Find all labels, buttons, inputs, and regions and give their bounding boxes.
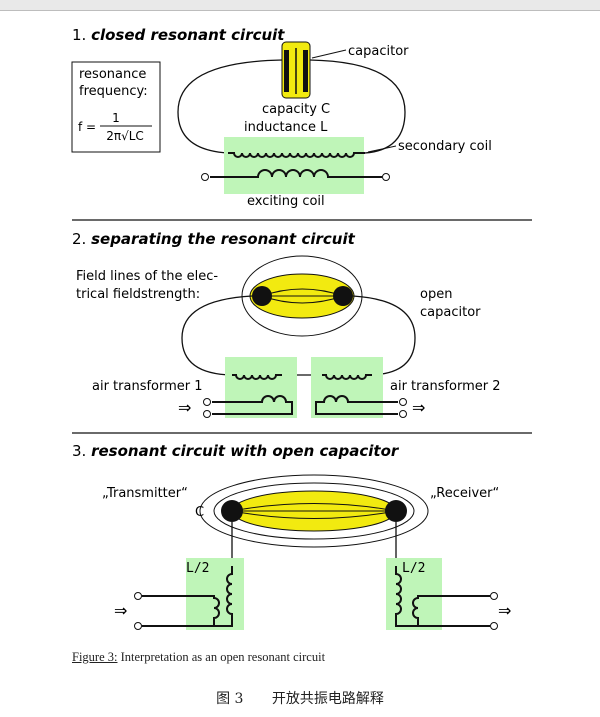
t2-terminal-top: [399, 398, 407, 406]
capacity-label: capacity C: [262, 102, 330, 117]
transformer-2-secondary: [322, 374, 372, 380]
t1-terminal-bottom: [203, 410, 211, 418]
terminal-right: [382, 173, 390, 181]
transformer-1-secondary: [232, 374, 282, 380]
field3-outer-2: [199, 474, 429, 548]
right-coil-primary: [412, 595, 490, 627]
plate-right: [333, 286, 353, 306]
t1-terminal-top: [203, 398, 211, 406]
transformer-2-primary: [315, 395, 398, 415]
formula-denominator: 2π√LC: [106, 129, 144, 143]
capacitor-label: capacitor: [348, 44, 409, 59]
panel-open-capacitor: 3. resonant circuit with open capacitor …: [72, 442, 511, 630]
figure-caption: Figure 3: Interpretation as an open reso…: [72, 650, 325, 665]
field3-outer-1: [213, 482, 415, 540]
left-coil-primary: [142, 595, 220, 627]
wire-right: [352, 295, 416, 376]
capacitor-plate-right: [303, 50, 308, 92]
output-arrow-icon: ⇒: [412, 398, 425, 417]
right-terminal-top: [490, 592, 498, 600]
formula-box: [71, 61, 161, 153]
secondary-coil: [228, 152, 365, 158]
section-1-title: 1. closed resonant circuit: [72, 26, 285, 44]
formula-numerator: 1: [112, 111, 120, 125]
secondary-leader: [367, 145, 397, 153]
inductance-label: inductance L: [244, 120, 328, 135]
exciting-coil-label: exciting coil: [247, 194, 325, 209]
terminal-left: [201, 173, 209, 181]
section-3-title: 3. resonant circuit with open capacitor: [72, 442, 400, 460]
plate-left: [252, 286, 272, 306]
field-lines-label-2: trical fieldstrength:: [76, 287, 200, 302]
capacitor-leader: [311, 49, 347, 59]
open-capacitor-label-2: capacitor: [420, 305, 481, 320]
left-terminal-top: [134, 592, 142, 600]
right-coil-secondary: [395, 566, 430, 627]
field3-line-lower: [231, 510, 397, 519]
output-arrow-icon-3: ⇒: [498, 601, 511, 620]
loop-right: [309, 59, 406, 154]
cn-figure-number: 图 3: [216, 691, 244, 707]
transformer-1-highlight: [225, 357, 297, 418]
secondary-coil-label: secondary coil: [398, 139, 492, 154]
transmitter-label: „Transmitter“: [102, 486, 188, 501]
frequency-label: frequency:: [79, 84, 148, 99]
panel-separating-circuit: 2. separating the resonant circuit Field…: [72, 230, 501, 418]
c-label: C: [195, 505, 204, 520]
figure-number: Figure 3:: [72, 650, 118, 664]
transmitter-plate: [221, 500, 243, 522]
transformer-2-highlight: [311, 357, 383, 418]
resonance-label: resonance: [79, 67, 146, 82]
air-transformer-1-label: air transformer 1: [92, 379, 203, 394]
field3-line-upper: [231, 503, 397, 512]
chinese-caption: 图 3 开放共振电路解释: [0, 688, 600, 708]
air-transformer-2-label: air transformer 2: [390, 379, 501, 394]
loop-left: [177, 59, 283, 154]
l-right-label: L/2: [402, 561, 425, 576]
field-lines-label-1: Field lines of the elec-: [76, 269, 218, 284]
left-coil-secondary: [196, 566, 233, 627]
toolbar-strip: [0, 0, 600, 11]
input-arrow-icon-3: ⇒: [114, 601, 127, 620]
open-capacitor-label-1: open: [420, 287, 452, 302]
input-arrow-icon: ⇒: [178, 398, 191, 417]
exciting-coil: [210, 169, 382, 178]
capacitor-plate-left: [284, 50, 289, 92]
l-left-label: L/2: [186, 561, 209, 576]
receiver-label: „Receiver“: [430, 486, 499, 501]
coil-highlight: [224, 137, 364, 194]
cn-caption-text: 开放共振电路解释: [271, 691, 384, 707]
field-outer: [241, 255, 363, 337]
transformer-1-primary: [212, 395, 293, 415]
formula-f: f =: [78, 120, 96, 134]
receiver-plate: [385, 500, 407, 522]
wire-left: [181, 295, 253, 376]
panel-closed-resonant-circuit: 1. closed resonant circuit resonance fre…: [71, 26, 492, 209]
section-2-title: 2. separating the resonant circuit: [72, 230, 356, 248]
figure-text: Interpretation as an open resonant circu…: [117, 650, 326, 664]
t2-terminal-bottom: [399, 410, 407, 418]
left-terminal-bottom: [134, 622, 142, 630]
right-terminal-bottom: [490, 622, 498, 630]
